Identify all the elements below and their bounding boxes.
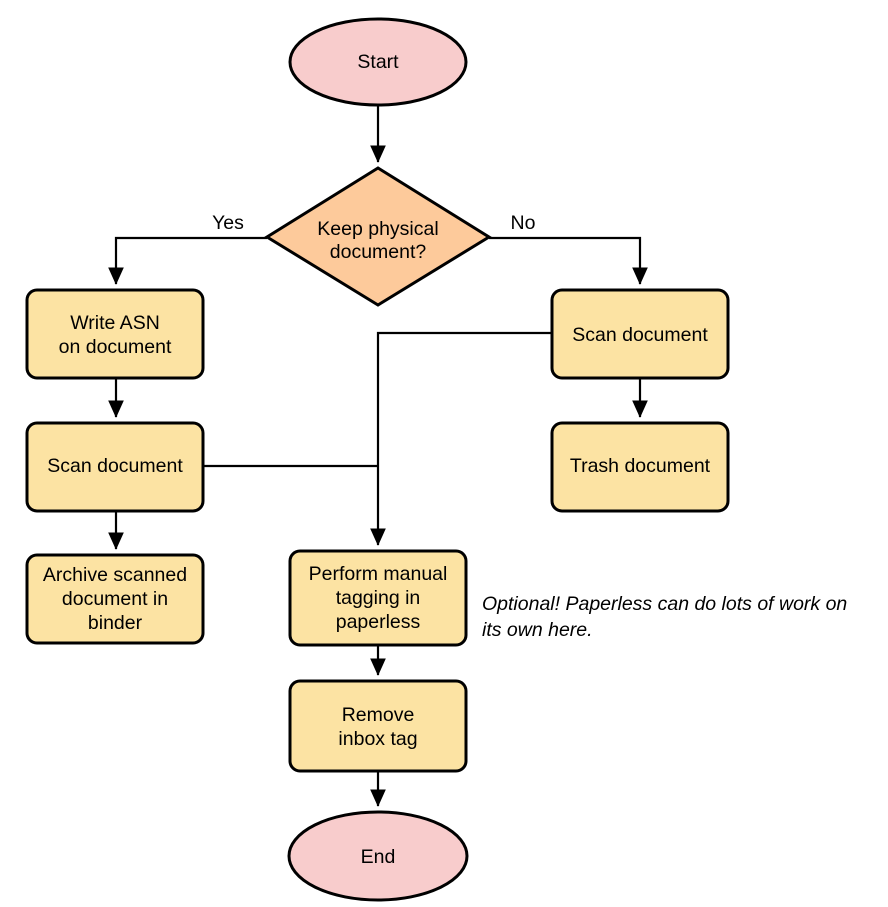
optional-note-line2: its own here.: [482, 619, 593, 641]
remove-inbox-tag-label-line1: Remove: [342, 704, 415, 726]
node-start[interactable]: Start: [288, 17, 468, 107]
trash-document-box: [550, 421, 730, 513]
edge-label-no: No: [511, 212, 536, 234]
node-archive-scanned-document[interactable]: Archive scanned document in binder: [25, 553, 205, 645]
write-asn-label-line1: Write ASN: [70, 312, 160, 334]
decision-label-line2: document?: [330, 241, 427, 263]
archive-label-line2: document in: [62, 588, 168, 610]
edges-layer: [108, 106, 648, 807]
scan-document-left-label: Scan document: [47, 455, 183, 477]
remove-inbox-tag-label-line2: inbox tag: [338, 728, 417, 750]
scan-document-left-box: [25, 421, 205, 513]
archive-label-line3: binder: [88, 612, 143, 634]
scan-document-right-box: [550, 288, 730, 380]
edge-decision-yes-to-write-asn: [108, 236, 267, 285]
manual-tagging-label-line1: Perform manual: [309, 563, 448, 585]
start-ellipse: [288, 17, 468, 107]
manual-tagging-label-line3: paperless: [336, 611, 421, 633]
manual-tagging-box: [288, 549, 468, 647]
write-asn-label-line2: on document: [59, 336, 172, 358]
node-trash-document[interactable]: Trash document: [550, 421, 730, 513]
annotation-optional-note: Optional! Paperless can do lots of work …: [482, 593, 847, 641]
scan-document-right-label: Scan document: [572, 324, 708, 346]
trash-document-label: Trash document: [570, 455, 711, 477]
node-remove-inbox-tag[interactable]: Remove inbox tag: [288, 679, 468, 773]
edge-scan-right-to-manual-tagging: [370, 331, 552, 546]
end-ellipse: [287, 810, 469, 902]
node-write-asn-on-document[interactable]: Write ASN on document: [25, 288, 205, 380]
decision-label-line1: Keep physical: [317, 218, 438, 240]
manual-tagging-label-line2: tagging in: [336, 587, 421, 609]
node-scan-document-left[interactable]: Scan document: [25, 421, 205, 513]
archive-label-line1: Archive scanned: [43, 564, 187, 586]
start-label: Start: [357, 51, 399, 73]
remove-inbox-tag-box: [288, 679, 468, 773]
end-label: End: [361, 846, 396, 868]
archive-box: [25, 553, 205, 645]
node-end[interactable]: End: [287, 810, 469, 902]
node-perform-manual-tagging[interactable]: Perform manual tagging in paperless: [288, 549, 468, 647]
write-asn-box: [25, 288, 205, 380]
edge-label-yes: Yes: [212, 212, 244, 234]
node-decision-keep-physical-document[interactable]: Keep physical document?: [264, 166, 492, 307]
decision-diamond: [264, 166, 492, 307]
edge-decision-no-to-scan-right: [489, 236, 648, 285]
node-scan-document-right[interactable]: Scan document: [550, 288, 730, 380]
optional-note-line1: Optional! Paperless can do lots of work …: [482, 593, 847, 615]
